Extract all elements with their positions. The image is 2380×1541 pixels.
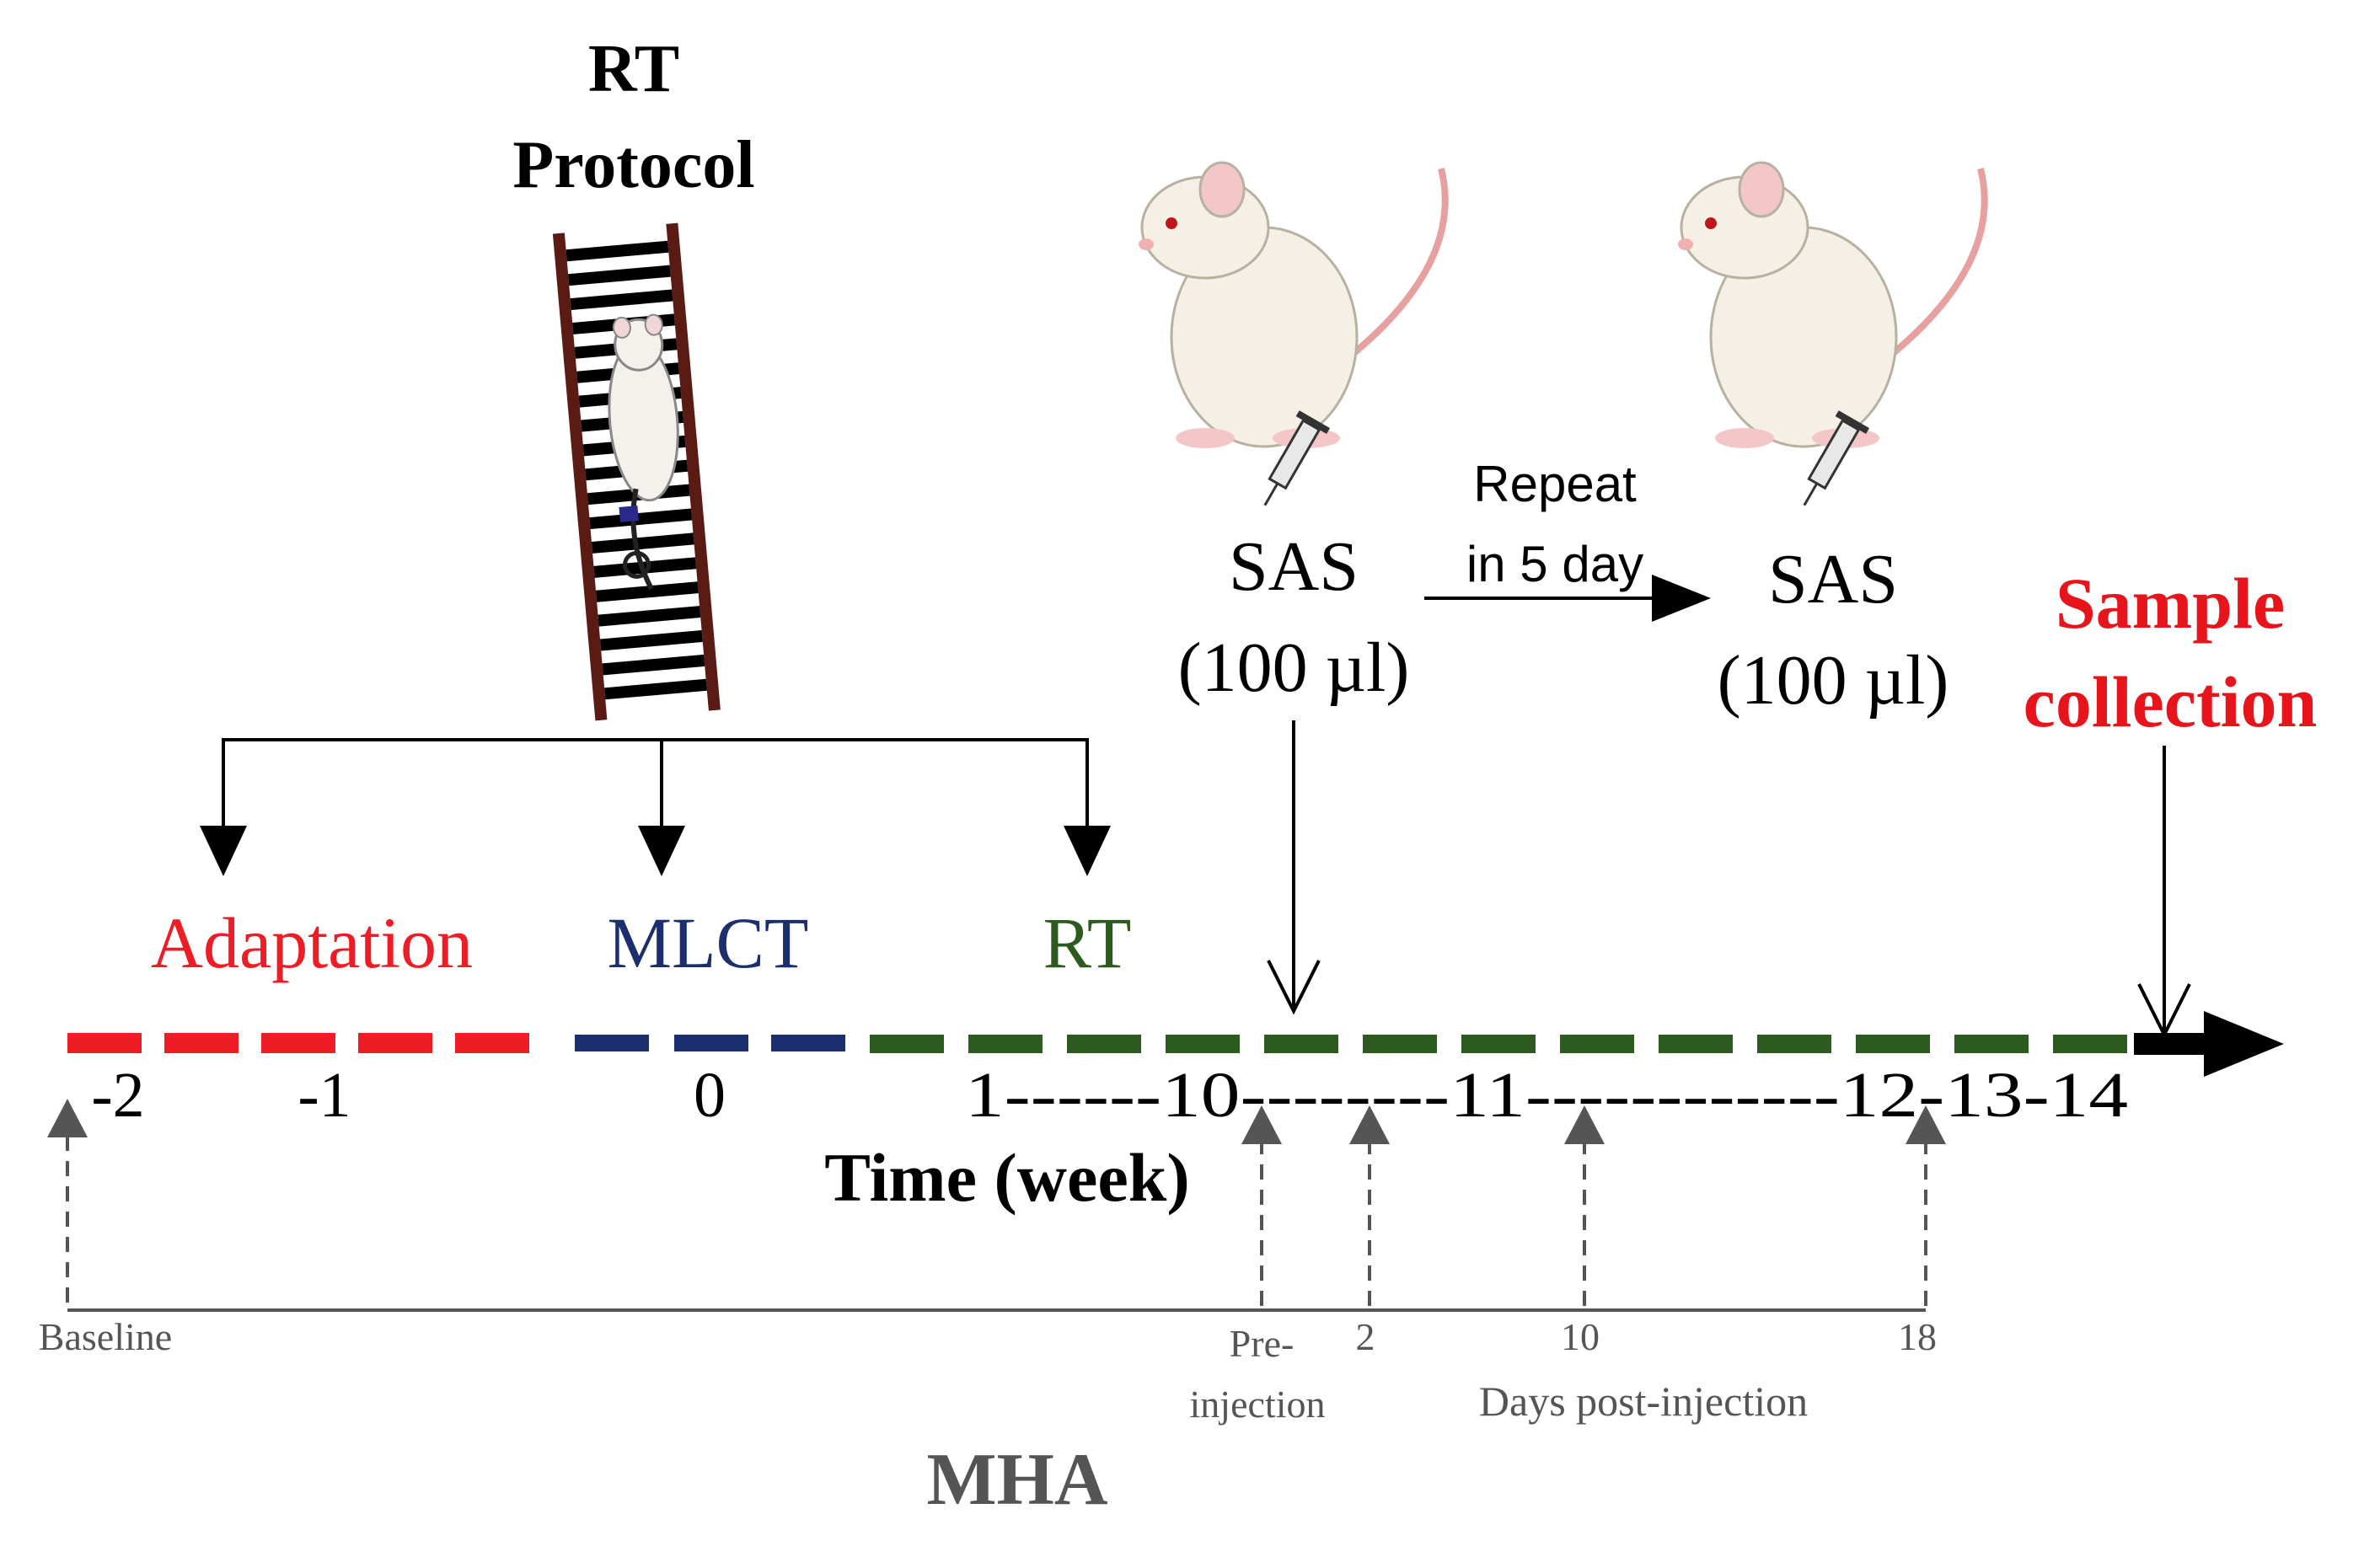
climbing-rat-icon (608, 313, 679, 591)
arrow-up-pre-injection-icon (1241, 1105, 1282, 1144)
phase-label-rt: RT (1043, 902, 1132, 983)
timeline-dash-rt (968, 1035, 1043, 1053)
timeline-dash-rt (1264, 1035, 1338, 1053)
tick-minus-2: -2 (91, 1060, 144, 1131)
tick-sequence: 1------10--------11------------12-13-14 (965, 1060, 2128, 1131)
timeline-dash-rt (2053, 1035, 2127, 1053)
ladder-rung (604, 678, 707, 700)
timeline-dash-rt (1363, 1035, 1437, 1053)
mha-day-2: 2 (1356, 1315, 1375, 1358)
timeline-dash-rt (1856, 1035, 1930, 1053)
sample-collection-line2: collection (2024, 661, 2318, 742)
tick-0: 0 (694, 1060, 726, 1131)
rat-icon (1139, 161, 1449, 448)
arrow-up-day-18-icon (1906, 1105, 1946, 1144)
ladder-icon (552, 222, 721, 721)
arrow-up-day-10-icon (1564, 1105, 1605, 1144)
repeat-arrow (1424, 575, 1711, 622)
rat-icon (1678, 161, 1988, 448)
syringe-icon (1263, 410, 1331, 506)
ladder-rung (600, 629, 703, 651)
timeline (67, 1011, 2284, 1077)
ladder-rung (591, 532, 694, 554)
arrow-right-icon (1652, 575, 1711, 622)
mha-title: MHA (926, 1439, 1107, 1521)
mha-pre-line1: Pre- (1230, 1322, 1295, 1365)
timeline-dash-rt (870, 1035, 944, 1053)
timeline-end-bar (2134, 1033, 2210, 1055)
injection-1-label: SAS (1229, 527, 1359, 606)
arrow-down-mlct-icon (638, 826, 685, 876)
timeline-dash-rt (1659, 1035, 1733, 1053)
mha-bracket (66, 1110, 1927, 1312)
repeat-note-line1: Repeat (1473, 456, 1637, 512)
timeline-dash-rt (1461, 1035, 1536, 1053)
rt-protocol-title-line1: RT (588, 32, 679, 106)
injection-2-dose: (100 µl) (1718, 641, 1949, 720)
ladder-rung (570, 289, 673, 311)
mha-arrowheads (47, 1099, 1946, 1144)
timeline-dash-rt (1954, 1035, 2029, 1053)
injection-1-dose: (100 µl) (1178, 629, 1410, 707)
arrow-down-adaptation-icon (200, 826, 247, 876)
mha-baseline: Baseline (39, 1315, 172, 1358)
timeline-dashes-rt (870, 1035, 2127, 1053)
ladder-rung (593, 557, 697, 578)
timeline-dash-rt (1560, 1035, 1634, 1053)
ladder-rung (568, 265, 671, 286)
timeline-dash-rt (1067, 1035, 1141, 1053)
ladder-rung (598, 606, 701, 627)
injection-pointer (1267, 720, 1321, 1015)
timeline-dashes-adaptation (67, 1033, 529, 1053)
mha-days-label: Days post-injection (1479, 1378, 1808, 1425)
timeline-dashes-mlct (575, 1035, 845, 1051)
arrow-up-baseline-icon (47, 1099, 88, 1137)
repeat-note-line2: in 5 day (1466, 536, 1643, 592)
phase-label-mlct: MLCT (608, 902, 809, 983)
ladder-rung (589, 508, 693, 530)
timeline-dash-rt (1166, 1035, 1240, 1053)
phase-bracket (222, 738, 1089, 834)
ladder-rung (602, 654, 705, 676)
rt-protocol-title-line2: Protocol (512, 128, 754, 202)
mha-day-18: 18 (1898, 1315, 1937, 1358)
ladder-rung (566, 240, 669, 262)
sample-collection-line1: Sample (2056, 563, 2285, 644)
injection-2-label: SAS (1768, 540, 1898, 618)
sample-pointer (2137, 746, 2191, 1039)
phase-bracket-arrowheads (200, 826, 1111, 876)
mha-day-10: 10 (1561, 1315, 1600, 1358)
syringe-icon (1803, 410, 1870, 506)
phase-label-adaptation: Adaptation (151, 902, 473, 983)
ladder-rung (595, 581, 699, 602)
axis-title: Time (week) (824, 1139, 1189, 1216)
timeline-arrowhead-icon (2204, 1011, 2284, 1077)
rat-injection-1 (1139, 161, 1449, 506)
arrow-down-rt-icon (1064, 826, 1111, 876)
arrow-up-day-2-icon (1349, 1105, 1390, 1144)
timeline-dash-rt (1757, 1035, 1831, 1053)
mha-pre-line2: injection (1190, 1383, 1326, 1426)
tick-minus-1: -1 (298, 1060, 351, 1131)
rt-protocol: RT Protocol (512, 32, 755, 721)
rat-injection-2 (1678, 161, 1988, 506)
